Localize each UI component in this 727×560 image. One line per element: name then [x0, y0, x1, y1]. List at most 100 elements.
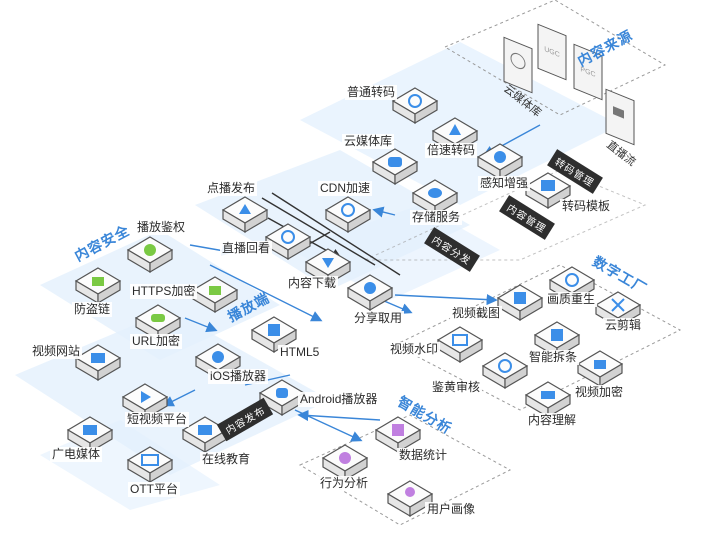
label-video-screenshot: 视频截图 [450, 306, 503, 321]
label-data-stats: 数据统计 [397, 448, 450, 463]
eye-icon [494, 151, 506, 163]
layers-icon [541, 391, 555, 399]
node-cloud-media-lib[interactable] [372, 148, 418, 185]
label-live-replay: 直播回看 [220, 241, 273, 256]
scissors-icon [611, 298, 625, 312]
node-broadcast-media[interactable] [67, 416, 113, 453]
user-icon [405, 487, 415, 497]
template-icon [541, 180, 555, 191]
screenshot-icon [514, 292, 526, 304]
source-card-cloud-lib[interactable] [503, 36, 533, 94]
node-android-player[interactable] [259, 379, 305, 416]
node-perception-enhance[interactable] [477, 143, 523, 180]
source-card-pgc[interactable]: PGC [573, 43, 603, 101]
label-share-fetch: 分享取用 [352, 311, 405, 326]
label-watermark: 视频水印 [388, 342, 441, 357]
node-html5[interactable] [251, 316, 297, 353]
node-smart-split[interactable] [534, 321, 580, 358]
label-html5: HTML5 [278, 345, 322, 360]
lock-icon [209, 286, 221, 295]
node-vod-publish[interactable] [222, 196, 268, 233]
tv-icon [83, 425, 97, 435]
node-anti-leech[interactable] [75, 267, 121, 304]
label-user-portrait: 用户画像 [425, 502, 478, 517]
node-play-auth[interactable] [127, 236, 173, 273]
node-ott[interactable] [127, 446, 173, 483]
download-icon [322, 258, 334, 268]
split-icon [551, 329, 563, 341]
html5-icon [268, 324, 280, 336]
label-ott: OTT平台 [128, 482, 180, 497]
label-content-understand: 内容理解 [526, 413, 579, 428]
node-behavior-analysis[interactable] [322, 444, 368, 481]
node-storage-service[interactable] [412, 179, 458, 216]
transcode-icon [408, 94, 422, 108]
node-transcode-template[interactable] [525, 172, 571, 209]
replay-icon [281, 230, 295, 244]
database-icon [428, 188, 442, 198]
share-icon [364, 282, 376, 294]
ott-icon [141, 454, 159, 466]
node-video-website[interactable] [75, 344, 121, 381]
label-url-encrypt: URL加密 [130, 334, 183, 349]
label-storage-service: 存储服务 [410, 210, 463, 225]
node-content-download[interactable] [305, 248, 351, 285]
label-quality-rebirth: 画质重生 [545, 292, 598, 307]
label-cdn-accel: CDN加速 [318, 181, 372, 196]
source-card-live[interactable] [605, 88, 635, 146]
node-data-stats[interactable] [375, 416, 421, 453]
website-icon [91, 353, 105, 363]
audit-icon [498, 359, 512, 373]
node-porn-audit[interactable] [482, 352, 528, 389]
node-watermark[interactable] [437, 326, 483, 363]
rocket-icon [449, 124, 461, 135]
source-card-ugc[interactable]: UGC [537, 23, 567, 81]
label-video-website: 视频网站 [30, 344, 83, 359]
label-fast-transcode: 倍速转码 [425, 143, 478, 158]
watermark-icon [452, 334, 468, 346]
node-share-fetch[interactable] [347, 274, 393, 311]
chart-icon [392, 424, 404, 436]
key-icon [92, 277, 104, 286]
node-content-understand[interactable] [525, 381, 571, 418]
android-icon [276, 388, 288, 398]
label-broadcast-media: 广电媒体 [50, 447, 103, 462]
label-normal-transcode: 普通转码 [345, 85, 398, 100]
node-live-replay[interactable] [265, 223, 311, 260]
label-cloud-edit: 云剪辑 [603, 318, 644, 333]
label-transcode-template: 转码模板 [560, 199, 613, 214]
node-url-encrypt[interactable] [135, 304, 181, 341]
node-video-encrypt[interactable] [577, 350, 623, 387]
label-ios-player: iOS播放器 [208, 369, 269, 384]
label-content-download: 内容下载 [286, 276, 339, 291]
refresh-icon [565, 273, 579, 287]
label-smart-split: 智能拆条 [527, 350, 580, 365]
lock-icon [594, 360, 606, 369]
label-behavior-analysis: 行为分析 [318, 476, 371, 491]
node-ios-player[interactable] [195, 343, 241, 380]
label-anti-leech: 防盗链 [72, 302, 113, 317]
apple-icon [212, 351, 224, 363]
label-online-edu: 在线教育 [200, 452, 253, 467]
shield-icon [144, 244, 156, 256]
link-icon [151, 314, 165, 322]
label-android-player: Android播放器 [298, 392, 380, 407]
label-porn-audit: 鉴黄审核 [430, 380, 483, 395]
upload-icon [239, 204, 251, 214]
label-short-video: 短视频平台 [125, 412, 190, 427]
node-video-screenshot[interactable] [497, 284, 543, 321]
node-short-video[interactable] [122, 383, 168, 420]
network-icon [341, 203, 355, 217]
node-normal-transcode[interactable] [392, 87, 438, 124]
play-icon [141, 391, 151, 403]
node-cloud-edit[interactable] [595, 291, 641, 328]
node-fast-transcode[interactable] [432, 117, 478, 154]
node-online-edu[interactable] [182, 416, 228, 453]
label-play-auth: 播放鉴权 [135, 220, 188, 235]
node-user-portrait[interactable] [387, 480, 433, 517]
label-cloud-media-lib: 云媒体库 [342, 134, 395, 149]
node-cdn-accel[interactable] [325, 196, 371, 233]
node-https-encrypt[interactable] [192, 276, 238, 313]
label-https-encrypt: HTTPS加密 [130, 284, 198, 299]
node-quality-rebirth[interactable] [549, 266, 595, 303]
